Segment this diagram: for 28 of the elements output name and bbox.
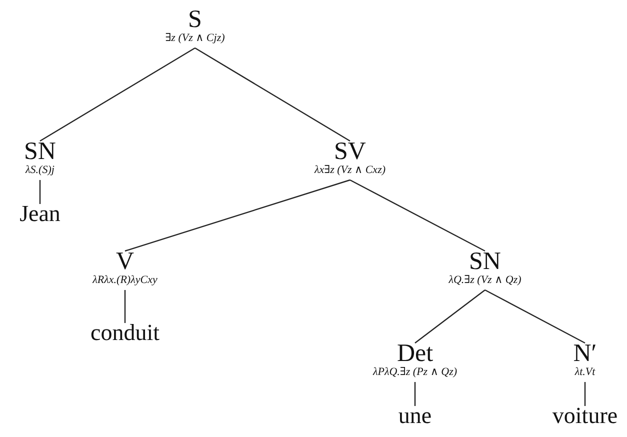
word-label: une xyxy=(398,405,432,427)
category-label: N′ xyxy=(573,342,597,366)
word-label: conduit xyxy=(90,322,160,344)
formula-label: λRλx.(R)λyCxy xyxy=(92,274,158,287)
tree-branch xyxy=(350,179,486,252)
word-label: Jean xyxy=(20,203,60,225)
formula-label: ∃z (Vz ∧ Cjz) xyxy=(165,32,225,45)
category-label: SV xyxy=(334,140,366,164)
tree-branch xyxy=(39,180,41,204)
category-label: Det xyxy=(396,342,434,366)
category-label: S xyxy=(188,8,202,32)
category-label: SN xyxy=(469,250,501,274)
tree-branch xyxy=(414,290,486,344)
word-label: voiture xyxy=(552,405,618,427)
category-label: SN xyxy=(24,140,56,164)
category-label: V xyxy=(116,250,134,274)
tree-branch xyxy=(124,179,350,252)
tree-branch xyxy=(124,290,126,323)
formula-label: λt.Vt xyxy=(574,366,596,379)
tree-branch xyxy=(584,382,586,406)
formula-label: λPλQ.∃z (Pz ∧ Qz) xyxy=(372,366,458,379)
formula-label: λx∃z (Vz ∧ Cxz) xyxy=(314,164,386,177)
tree-branch xyxy=(414,382,416,406)
tree-branch xyxy=(194,47,350,142)
formula-label: λS.(S)j xyxy=(26,164,54,177)
tree-branch xyxy=(484,289,586,344)
formula-label: λQ.∃z (Vz ∧ Qz) xyxy=(448,274,522,287)
tree-branch xyxy=(40,47,196,142)
